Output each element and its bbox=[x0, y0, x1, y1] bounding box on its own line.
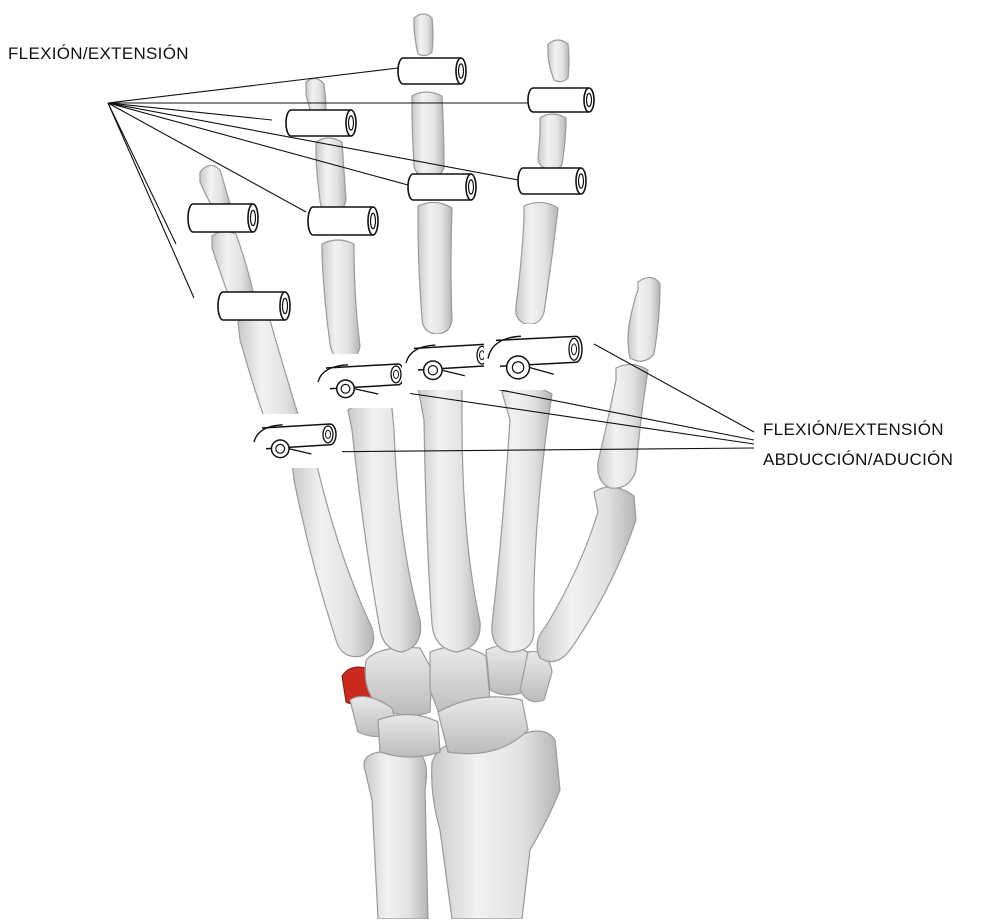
universal-joint-1 bbox=[250, 414, 342, 468]
hinge-joint-7 bbox=[188, 204, 258, 232]
mcp-abduction-adduction-label: ABDUCCIÓN/ADUCIÓN bbox=[763, 450, 953, 470]
hinge-joint-6 bbox=[308, 207, 378, 235]
lunate-bone bbox=[378, 714, 440, 757]
hinge-joint-1 bbox=[398, 58, 466, 84]
forearm-bones bbox=[364, 731, 560, 919]
metacarpal-bones bbox=[292, 383, 636, 661]
ulna-bone bbox=[364, 752, 428, 919]
hinge-joint-4 bbox=[408, 174, 476, 200]
universal-joint-2 bbox=[314, 354, 410, 408]
hinge-joint-8 bbox=[218, 292, 290, 320]
universal-joint-3 bbox=[402, 334, 496, 390]
index-middle-phalanx bbox=[538, 114, 566, 170]
middle-distal-phalanx bbox=[414, 14, 433, 56]
ring-middle-phalanx bbox=[316, 138, 346, 212]
metacarpal-thumb bbox=[537, 487, 636, 662]
metacarpal-index bbox=[492, 386, 552, 652]
mcp-flexion-extension-label: FLEXIÓN/EXTENSIÓN bbox=[763, 420, 944, 440]
universal-joint-4 bbox=[484, 324, 588, 390]
index-distal-phalanx bbox=[548, 40, 569, 82]
thumb-distal-phalanx bbox=[628, 277, 660, 361]
interphalangeal-motion-label: FLEXIÓN/EXTENSIÓN bbox=[8, 44, 189, 64]
thumb-proximal-phalanx bbox=[598, 364, 648, 488]
hinge-joint-3 bbox=[286, 110, 356, 136]
metacarpal-middle bbox=[418, 383, 480, 652]
hinge-joint-5 bbox=[518, 168, 586, 194]
ring-proximal-phalanx bbox=[322, 240, 360, 360]
radius-bone bbox=[432, 731, 560, 919]
index-proximal-phalanx bbox=[516, 202, 558, 324]
hinge-joint-2 bbox=[528, 88, 594, 112]
middle-proximal-phalanx bbox=[418, 202, 452, 334]
